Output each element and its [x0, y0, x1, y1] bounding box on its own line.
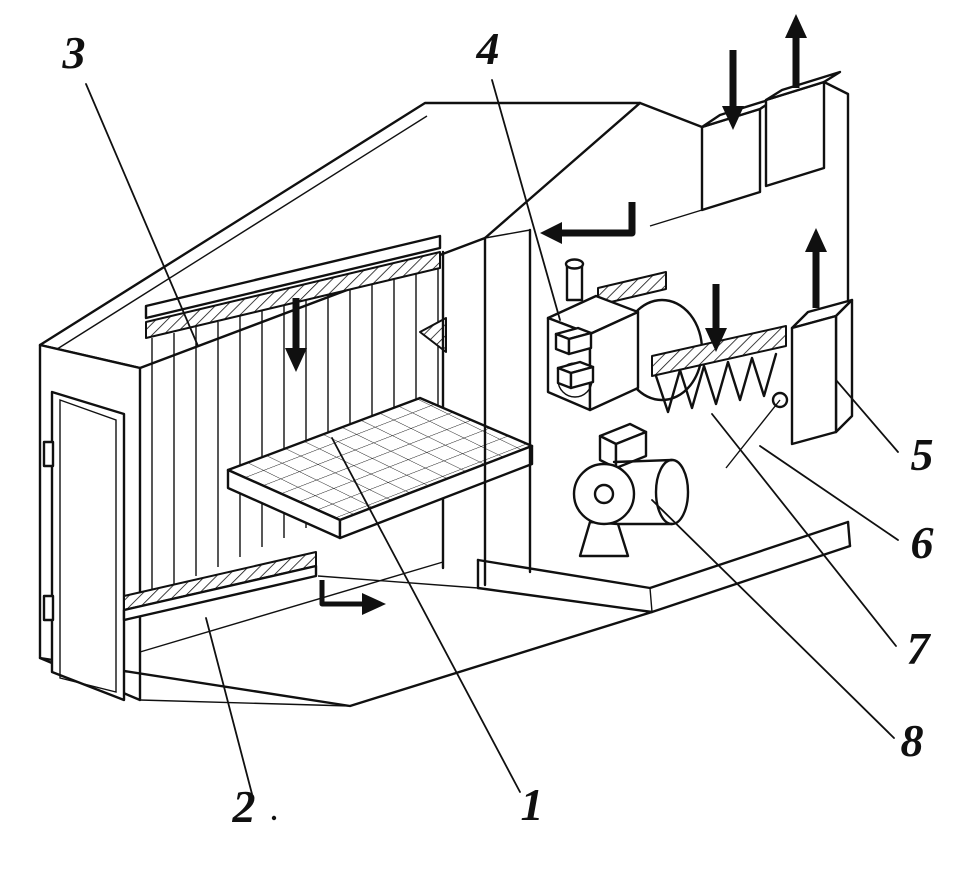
callout-leaders	[85, 79, 899, 795]
roof-slope-line	[649, 209, 703, 227]
left-arrow-recirculation-icon	[540, 202, 636, 244]
ceiling-duct-strip	[145, 251, 441, 339]
leader-6	[759, 445, 899, 541]
ceiling-edge-strip	[144, 234, 442, 320]
leader-4	[491, 79, 561, 321]
door-hinge-bottom	[42, 594, 55, 622]
callout-3: 3	[62, 27, 86, 78]
motor-shaft	[593, 483, 615, 505]
up-arrow-right-duct-icon	[805, 228, 827, 308]
door-panel	[50, 390, 126, 702]
chamber-door	[42, 390, 126, 702]
burner-port-a-front	[554, 332, 571, 356]
airflow-arrows	[285, 14, 827, 615]
partition-top-cap	[484, 229, 531, 239]
up-arrow-out-of-exhaust-duct-icon	[785, 14, 807, 88]
callout-5: 5	[911, 429, 934, 480]
partition-wall	[483, 228, 532, 587]
corner-baffle	[419, 317, 447, 353]
interior-wall-planks	[151, 268, 439, 596]
burner-port-b-front	[556, 366, 573, 390]
shelf-lower-band	[122, 564, 318, 622]
zigzag-top-strip	[651, 325, 787, 377]
floor-stack	[226, 396, 534, 540]
callout-6: 6	[911, 517, 934, 568]
chamber-interior	[139, 234, 479, 653]
platform-edge-line	[317, 575, 479, 589]
lower-shelf-duct	[122, 551, 318, 622]
motor-body-end	[654, 458, 690, 526]
leader-3	[85, 83, 199, 347]
base-bottom-edge	[476, 544, 852, 614]
down-arrow-over-heater-element-icon	[705, 284, 727, 352]
base-corner-line	[649, 587, 653, 613]
base-platform	[476, 520, 852, 614]
duct-block-front	[790, 314, 838, 446]
heater-unit	[546, 258, 704, 412]
exhaust-duct-top	[764, 70, 842, 102]
leader-1	[331, 437, 521, 793]
stray-period-dot	[271, 815, 277, 821]
floor-front-line	[139, 699, 351, 707]
door-inner-frame	[59, 399, 117, 693]
callout-numbers: 3 4 5 6 7 8 2 1	[62, 23, 934, 832]
right-duct-block	[790, 298, 854, 446]
burner-port-a-right	[567, 331, 593, 356]
right-outer-edge	[822, 80, 850, 304]
zigzag-element	[654, 352, 778, 414]
heater-box-right	[588, 310, 640, 412]
leader-7	[711, 413, 897, 647]
down-arrow-inside-chamber-icon	[285, 298, 307, 372]
base-top-edge	[476, 520, 850, 590]
callout-1: 1	[521, 779, 544, 830]
burner-pipe-cap	[564, 258, 585, 270]
callout-8: 8	[901, 715, 924, 766]
machinery-roof-ducts	[638, 70, 850, 304]
interior-floor-edge	[139, 561, 444, 653]
burner-port-b-right	[569, 365, 595, 390]
leader-2	[205, 617, 253, 795]
machinery-roof-edge	[638, 101, 704, 129]
base-right-vertical	[846, 520, 852, 548]
leader-8	[651, 499, 895, 739]
callout-2: 2	[232, 781, 256, 832]
motor-body-top-line	[612, 458, 674, 464]
door-hinge-top	[42, 440, 55, 468]
callout-4: 4	[476, 23, 500, 74]
leader-5	[835, 379, 899, 453]
motor-stand	[578, 520, 630, 558]
right-arrow-under-chamber-icon	[319, 580, 386, 615]
motor-inlet-right	[614, 430, 648, 470]
zigzag-heater	[651, 325, 789, 469]
fan-motor	[572, 422, 690, 558]
down-arrow-into-intake-duct-icon	[722, 50, 744, 130]
roof-thickness-line	[53, 115, 428, 352]
damper-rod	[725, 399, 781, 469]
duct-block-right	[834, 298, 854, 434]
callout-7: 7	[907, 623, 932, 674]
